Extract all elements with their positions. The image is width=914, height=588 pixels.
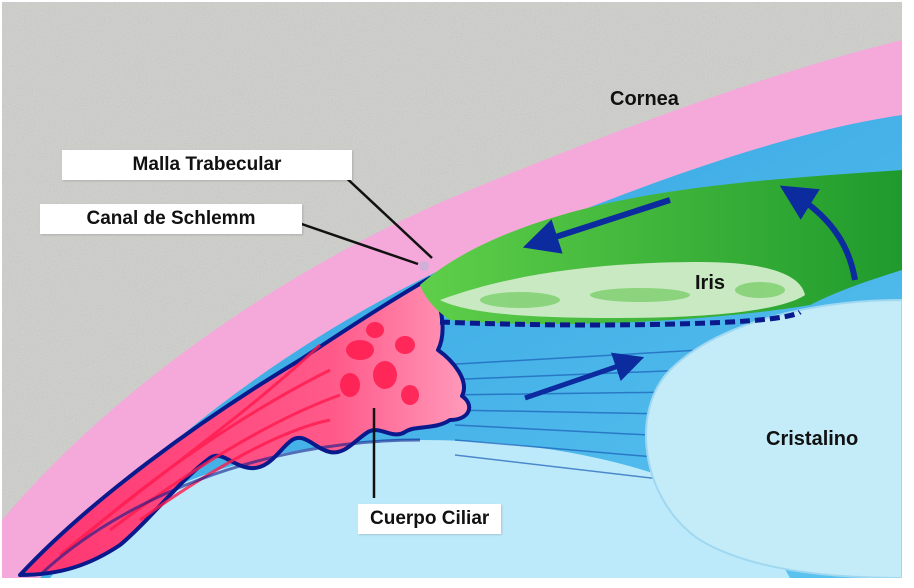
label-cornea: Cornea [610, 88, 679, 111]
trabecular-spot [419, 261, 429, 271]
label-schlemm-canal: Canal de Schlemm [40, 204, 302, 234]
label-lens: Cristalino [766, 428, 858, 451]
label-ciliary-body: Cuerpo Ciliar [358, 504, 501, 534]
label-iris: Iris [695, 272, 725, 295]
label-trabecular-mesh: Malla Trabecular [62, 150, 352, 180]
